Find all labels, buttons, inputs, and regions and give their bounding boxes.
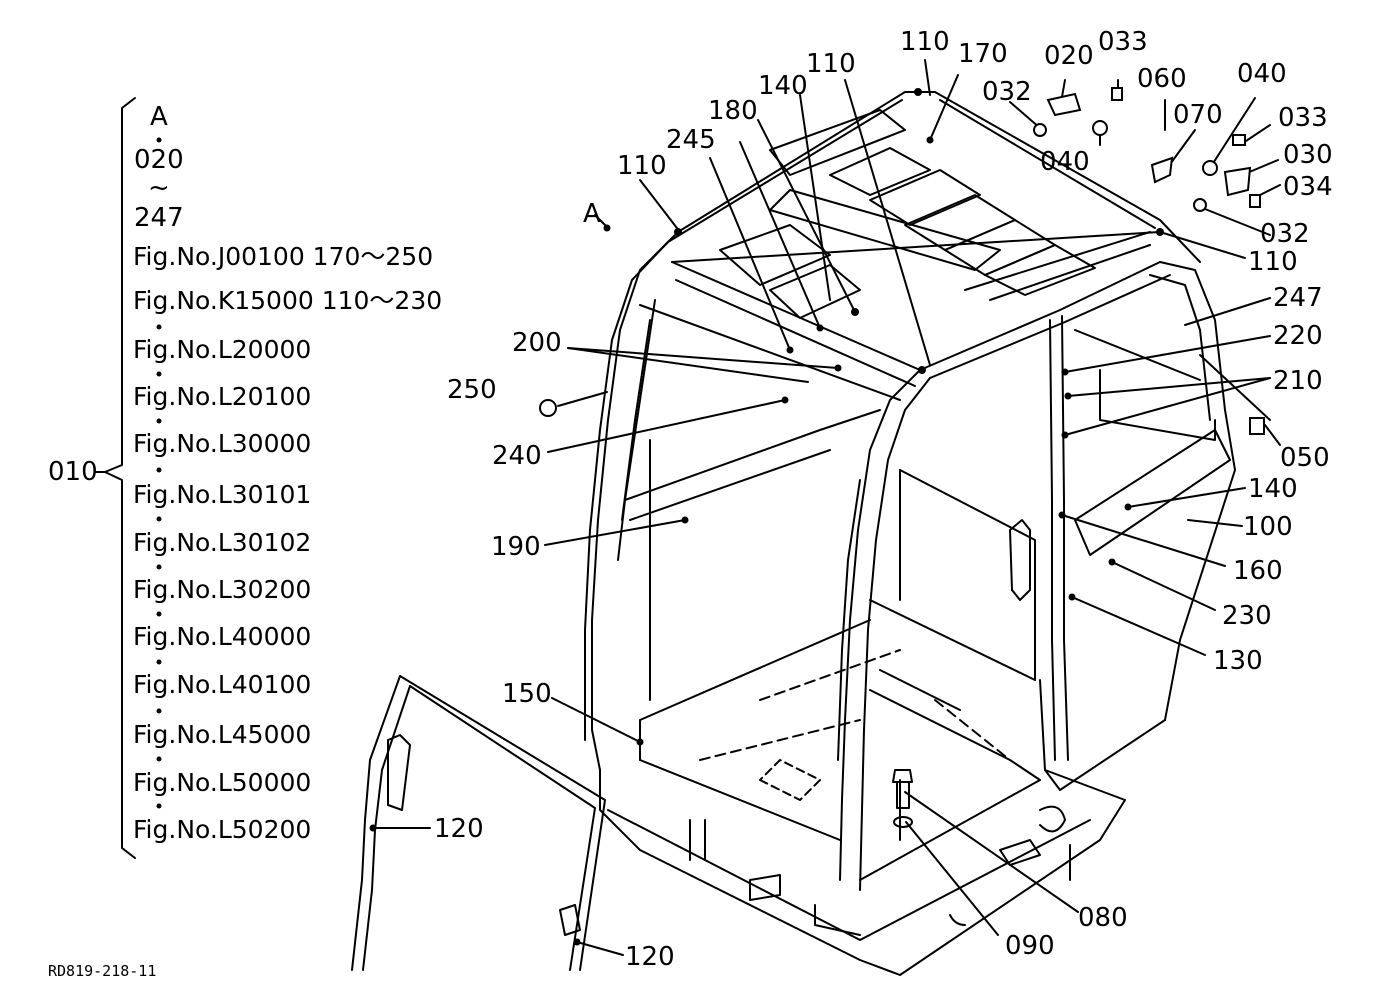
part-label-020: 020 <box>1044 41 1094 71</box>
part-label-140-right: 140 <box>1248 474 1298 504</box>
part-label-034: 034 <box>1283 172 1333 202</box>
part-label-120-top: 120 <box>434 814 484 844</box>
part-label-170: 170 <box>958 39 1008 69</box>
figure-ref: Fig.No.L45000 <box>133 720 312 749</box>
part-label-247: 247 <box>1273 283 1323 313</box>
range-start-letter: A <box>150 102 168 132</box>
figure-ref: Fig.No.L40100 <box>133 670 312 699</box>
part-label-110-mid: 110 <box>806 49 856 79</box>
part-label-200: 200 <box>512 328 562 358</box>
part-label-033-top: 033 <box>1098 27 1148 57</box>
part-label-210: 210 <box>1273 366 1323 396</box>
figure-ref: Fig.No.J00100 170～250 <box>133 242 434 271</box>
part-label-110-right: 110 <box>1248 247 1298 277</box>
figure-ref: Fig.No.L50000 <box>133 768 312 797</box>
part-label-150: 150 <box>502 679 552 709</box>
part-label-100: 100 <box>1243 512 1293 542</box>
part-label-220: 220 <box>1273 321 1323 351</box>
figure-ref: Fig.No.L30200 <box>133 575 312 604</box>
part-label-060: 060 <box>1137 64 1187 94</box>
part-label-190: 190 <box>491 532 541 562</box>
figure-ref: Fig.No.L50200 <box>133 815 312 844</box>
part-label-040-mid: 040 <box>1040 147 1090 177</box>
range-to: 247 <box>134 203 184 233</box>
part-label-080: 080 <box>1078 903 1128 933</box>
part-label-240: 240 <box>492 441 542 471</box>
range-from: 020 <box>134 145 184 175</box>
part-label-033-right: 033 <box>1278 103 1328 133</box>
part-label-A: A <box>583 199 601 229</box>
part-label-110-left: 110 <box>617 151 667 181</box>
figure-ref: Fig.No.K15000 110～230 <box>133 286 443 315</box>
part-label-120-bottom: 120 <box>625 942 675 972</box>
figure-ref: Fig.No.L30102 <box>133 528 312 557</box>
part-label-070: 070 <box>1173 100 1223 130</box>
part-label-160: 160 <box>1233 556 1283 586</box>
part-label-030: 030 <box>1283 140 1333 170</box>
figure-ref: Fig.No.L20100 <box>133 382 312 411</box>
part-label-040-right: 040 <box>1237 59 1287 89</box>
figure-ref: Fig.No.L40000 <box>133 622 312 651</box>
figure-ref: Fig.No.L20000 <box>133 335 312 364</box>
part-label-130: 130 <box>1213 646 1263 676</box>
group-label: 010 <box>48 457 98 487</box>
figure-ref: Fig.No.L30000 <box>133 429 312 458</box>
part-label-245: 245 <box>666 125 716 155</box>
range-tilde: ~ <box>148 173 170 203</box>
part-label-230: 230 <box>1222 601 1272 631</box>
part-label-050: 050 <box>1280 443 1330 473</box>
part-label-180: 180 <box>708 96 758 126</box>
part-label-110-top: 110 <box>900 27 950 57</box>
part-label-090: 090 <box>1005 931 1055 961</box>
part-label-140-top: 140 <box>758 71 808 101</box>
drawing-code: RD819-218-11 <box>48 962 157 980</box>
part-label-250: 250 <box>447 375 497 405</box>
figure-ref: Fig.No.L30101 <box>133 480 312 509</box>
part-label-032-top: 032 <box>982 77 1032 107</box>
part-label-032-right: 032 <box>1260 219 1310 249</box>
